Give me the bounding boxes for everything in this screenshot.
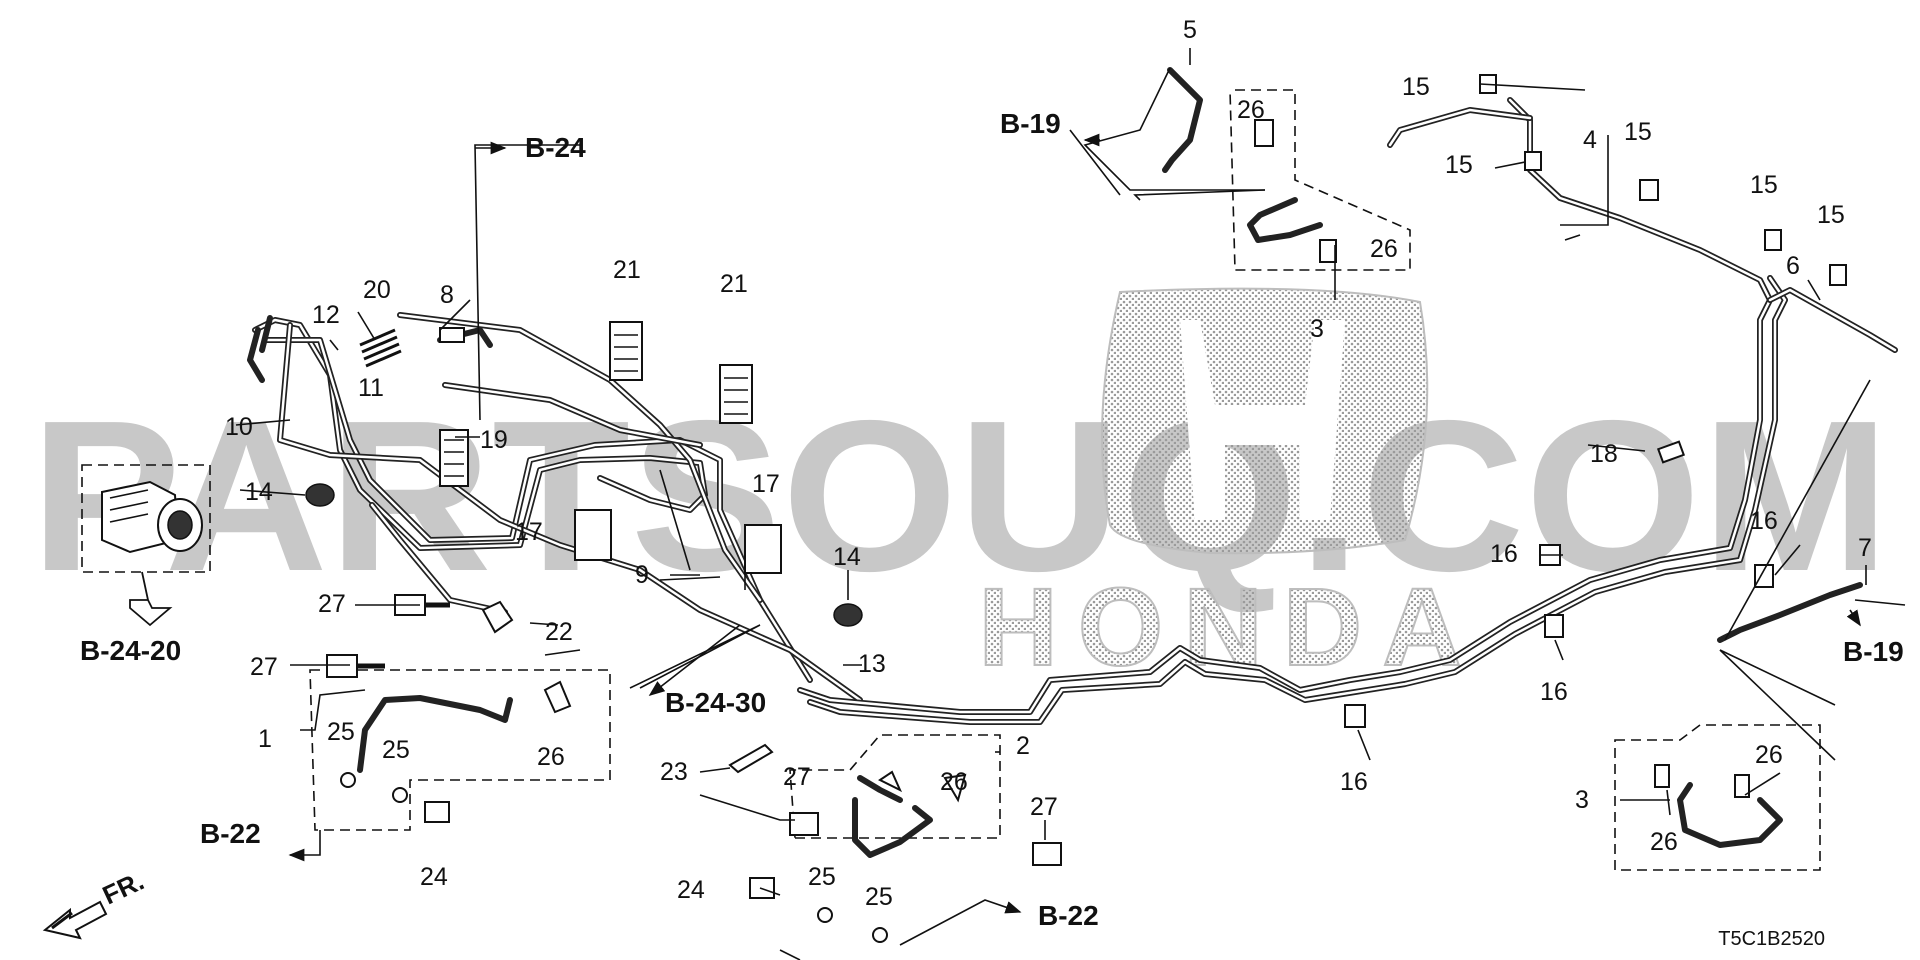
abs-modulator-unit (81, 464, 211, 627)
part-label-14-left: 14 (245, 478, 273, 506)
diagram-code: T5C1B2520 (1718, 928, 1825, 950)
part-label-27-c: 27 (783, 763, 811, 791)
reference-labels: B-24 B-19 B-19 B-24-20 B-24-30 B-22 B-22 (80, 108, 1904, 931)
part-label-5: 5 (1183, 16, 1197, 44)
part-label-23: 23 (660, 758, 688, 786)
front-label: FR. (98, 866, 149, 911)
part-label-27-d: 27 (1030, 793, 1058, 821)
front-direction-indicator: FR. (42, 866, 149, 940)
part-label-21-b: 21 (720, 270, 748, 298)
part-label-16-d: 16 (1340, 768, 1368, 796)
part-label-24-a: 24 (420, 863, 448, 891)
part-icons (305, 74, 1847, 943)
ref-b-24-20: B-24-20 (80, 635, 181, 666)
part-label-8: 8 (440, 281, 454, 309)
part-label-16-b: 16 (1750, 507, 1778, 535)
ref-b-24-30: B-24-30 (665, 687, 766, 718)
part-label-15-c: 15 (1624, 118, 1652, 146)
ref-b-22-bottom: B-22 (1038, 900, 1099, 931)
part-label-12: 12 (312, 301, 340, 329)
part-label-26-f: 26 (1650, 828, 1678, 856)
part-label-27-b: 27 (250, 653, 278, 681)
part-label-20: 20 (363, 276, 391, 304)
ref-b-19-top: B-19 (1000, 108, 1061, 139)
part-label-10: 10 (225, 413, 253, 441)
hose-5 (1162, 67, 1203, 173)
part-label-9: 9 (635, 561, 649, 589)
part-label-15-a: 15 (1402, 73, 1430, 101)
ref-b-19-right: B-19 (1843, 636, 1904, 667)
hose-7 (1717, 582, 1863, 643)
front-pipe-bundle (247, 312, 863, 703)
part-label-22: 22 (545, 618, 573, 646)
part-label-24-b: 24 (677, 876, 705, 904)
part-label-26-c: 26 (537, 743, 565, 771)
part-label-14-mid: 14 (833, 543, 861, 571)
part-label-25-b: 25 (382, 736, 410, 764)
part-label-26-a: 26 (1237, 96, 1265, 124)
leader-lines (235, 48, 1906, 960)
part-label-1: 1 (258, 725, 272, 753)
part-label-3-top: 3 (1310, 315, 1324, 343)
part-label-4: 4 (1583, 126, 1597, 154)
part-label-18: 18 (1590, 440, 1618, 468)
part-label-13: 13 (858, 650, 886, 678)
part-label-3-right: 3 (1575, 786, 1589, 814)
part-label-16-c: 16 (1540, 678, 1568, 706)
part-label-6: 6 (1786, 252, 1800, 280)
watermark: PARTSOUQ.COM HONDA (30, 287, 1890, 690)
part-label-15-b: 15 (1445, 151, 1473, 179)
part-label-19: 19 (480, 426, 508, 454)
part-label-15-d: 15 (1750, 171, 1778, 199)
front-hose-1 (309, 669, 611, 831)
part-label-11: 11 (358, 374, 384, 402)
honda-logo-watermark (1101, 287, 1429, 555)
part-label-16-a: 16 (1490, 540, 1518, 568)
rear-main-pipe (797, 97, 1898, 725)
honda-brand-watermark: HONDA (978, 566, 1481, 689)
part-label-2: 2 (1016, 732, 1030, 760)
ref-b-22-left: B-22 (200, 818, 261, 849)
part-label-25-c: 25 (808, 863, 836, 891)
part-label-25-d: 25 (865, 883, 893, 911)
reference-arrows (288, 133, 1861, 946)
front-hose-2 (789, 734, 1001, 858)
brake-hose-3-right (1614, 724, 1821, 871)
part-label-26-b: 26 (1370, 235, 1398, 263)
part-label-17-b: 17 (515, 518, 543, 546)
part-label-17-a: 17 (752, 470, 780, 498)
part-label-27-a: 27 (318, 590, 346, 618)
part-label-7: 7 (1858, 534, 1872, 562)
part-label-15-e: 15 (1817, 201, 1845, 229)
brake-hose-3-top (1229, 89, 1411, 271)
ref-b-24: B-24 (525, 132, 586, 163)
part-label-25-a: 25 (327, 718, 355, 746)
part-number-labels: 1 2 3 3 4 5 6 7 8 9 10 11 12 13 14 14 15… (225, 16, 1872, 911)
part-label-21-a: 21 (613, 256, 641, 284)
part-label-26-e: 26 (1755, 741, 1783, 769)
part-label-26-d: 26 (940, 768, 968, 796)
